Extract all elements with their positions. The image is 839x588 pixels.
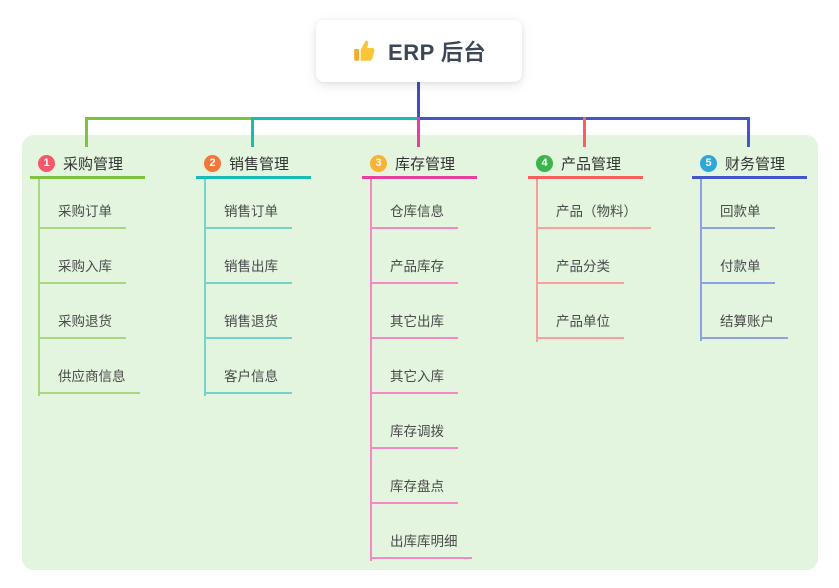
branch-sales-spine	[204, 179, 206, 396]
node-stock-taking[interactable]: 库存盘点	[370, 466, 458, 504]
node-product-category[interactable]: 产品分类	[536, 246, 624, 284]
node-label: 库存盘点	[390, 479, 444, 494]
node-stock-transfer[interactable]: 库存调拨	[370, 411, 458, 449]
branch-number-badge: 1	[38, 154, 55, 172]
root-node-title: ERP 后台	[388, 40, 486, 65]
node-label: 仓库信息	[390, 204, 444, 219]
branch-title: 财务管理	[725, 155, 786, 173]
node-label: 库存调拨	[390, 424, 444, 439]
branch-number-badge: 5	[700, 154, 717, 172]
branch-product-spine	[536, 179, 538, 342]
node-label: 销售出库	[224, 259, 278, 274]
node-label: 产品单位	[556, 314, 610, 329]
node-label: 产品（物料）	[556, 204, 637, 219]
node-label: 其它出库	[390, 314, 444, 329]
node-label: 采购退货	[58, 314, 112, 329]
branch-number-badge: 2	[204, 154, 221, 172]
node-customer-info[interactable]: 客户信息	[204, 356, 292, 394]
branch-title: 库存管理	[395, 155, 456, 173]
node-sales-return[interactable]: 销售退货	[204, 301, 292, 339]
node-product-stock[interactable]: 产品库存	[370, 246, 458, 284]
branch-inventory-header[interactable]: 3 库存管理	[362, 150, 477, 179]
node-label: 客户信息	[224, 369, 278, 384]
connector-stub-branch-3	[417, 117, 420, 147]
branch-title: 销售管理	[229, 155, 290, 173]
branch-inventory: 3 库存管理 仓库信息 产品库存 其它出库 其它入库 库存调拨 库存盘点 出库库…	[362, 150, 522, 561]
node-label: 供应商信息	[58, 369, 126, 384]
branch-number-badge: 3	[370, 154, 387, 172]
connector-rail-segment-2	[251, 117, 420, 120]
node-other-inbound[interactable]: 其它入库	[370, 356, 458, 394]
node-sales-outbound[interactable]: 销售出库	[204, 246, 292, 284]
node-receipt-doc[interactable]: 回款单	[700, 191, 775, 229]
node-sales-order[interactable]: 销售订单	[204, 191, 292, 229]
branch-inventory-spine	[370, 179, 372, 561]
node-label: 采购订单	[58, 204, 112, 219]
node-payment-doc[interactable]: 付款单	[700, 246, 775, 284]
branch-finance-spine	[700, 179, 702, 341]
node-label: 付款单	[720, 259, 761, 274]
branch-purchase-spine	[38, 179, 40, 396]
branch-number-badge: 4	[536, 154, 553, 172]
connector-stub-branch-1	[85, 117, 88, 147]
node-warehouse-info[interactable]: 仓库信息	[370, 191, 458, 229]
node-purchase-order[interactable]: 采购订单	[38, 191, 126, 229]
branch-finance-header[interactable]: 5 财务管理	[692, 150, 807, 179]
branch-product-header[interactable]: 4 产品管理	[528, 150, 643, 179]
node-other-outbound[interactable]: 其它出库	[370, 301, 458, 339]
node-label: 产品库存	[390, 259, 444, 274]
node-purchase-inbound[interactable]: 采购入库	[38, 246, 126, 284]
branch-finance: 5 财务管理 回款单 付款单 结算账户	[692, 150, 839, 341]
connector-rail-segment-1	[85, 117, 254, 120]
node-label: 销售订单	[224, 204, 278, 219]
node-label: 出库库明细	[390, 534, 458, 549]
connector-stub-branch-2	[251, 117, 254, 147]
branch-purchase: 1 采购管理 采购订单 采购入库 采购退货 供应商信息	[30, 150, 190, 396]
branch-title: 采购管理	[63, 155, 124, 173]
node-product-material[interactable]: 产品（物料）	[536, 191, 651, 229]
thumbs-up-icon	[352, 38, 378, 64]
branch-purchase-header[interactable]: 1 采购管理	[30, 150, 145, 179]
branch-sales: 2 销售管理 销售订单 销售出库 销售退货 客户信息	[196, 150, 356, 396]
branch-product: 4 产品管理 产品（物料） 产品分类 产品单位	[528, 150, 688, 342]
node-product-unit[interactable]: 产品单位	[536, 301, 624, 339]
connector-stub-branch-5	[747, 117, 750, 147]
node-label: 其它入库	[390, 369, 444, 384]
node-label: 结算账户	[720, 314, 774, 329]
node-settlement-account[interactable]: 结算账户	[700, 301, 788, 339]
connector-stub-branch-4	[583, 117, 586, 147]
branch-sales-header[interactable]: 2 销售管理	[196, 150, 311, 179]
node-purchase-return[interactable]: 采购退货	[38, 301, 126, 339]
branches-panel	[22, 135, 818, 570]
node-outbound-detail[interactable]: 出库库明细	[370, 521, 472, 559]
node-label: 产品分类	[556, 259, 610, 274]
node-supplier-info[interactable]: 供应商信息	[38, 356, 140, 394]
node-label: 采购入库	[58, 259, 112, 274]
node-label: 回款单	[720, 204, 761, 219]
root-node-erp-backend[interactable]: ERP 后台	[316, 20, 522, 82]
connector-root-vertical	[417, 82, 420, 118]
node-label: 销售退货	[224, 314, 278, 329]
branch-title: 产品管理	[561, 155, 622, 173]
